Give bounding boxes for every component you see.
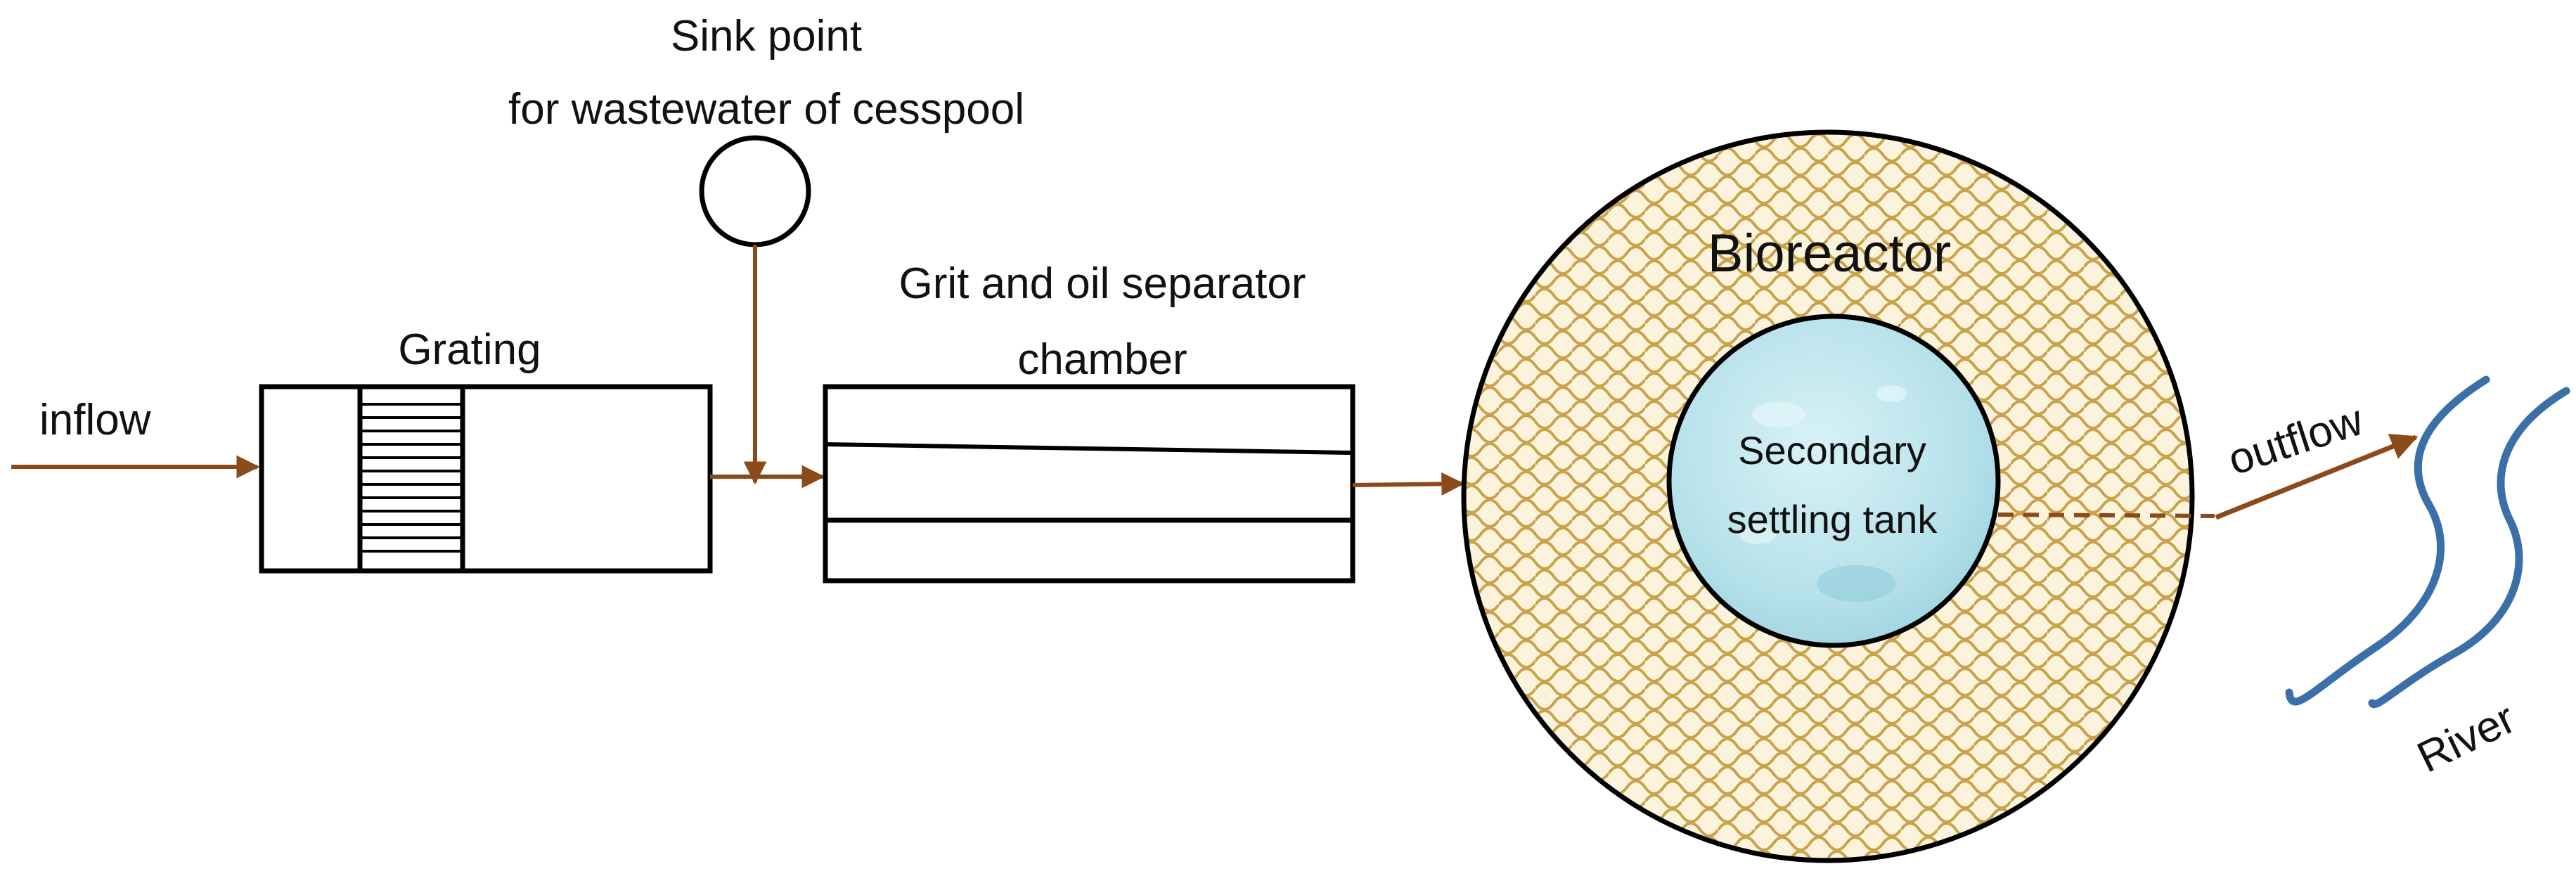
- outflow-arrow: [2215, 434, 2419, 520]
- bioreactor-label: Bioreactor: [1708, 224, 1951, 283]
- river-label: River: [2410, 694, 2523, 782]
- separator-label-line2: chamber: [1017, 335, 1187, 384]
- outflow-label: outflow: [2222, 396, 2369, 484]
- grating-unit: [259, 384, 713, 574]
- separator-label-line1: Grit and oil separator: [899, 259, 1306, 308]
- grit-oil-separator-chamber: [823, 384, 1355, 584]
- separator-to-bioreactor-arrow: [1352, 472, 1465, 496]
- sink-point-circle: [699, 135, 811, 247]
- secondary-settling-tank: [1666, 314, 2001, 648]
- settling-tank-label-line2: settling tank: [1727, 497, 1938, 541]
- settling-tank-label-line1: Secondary: [1738, 428, 1926, 472]
- river: [2285, 375, 2570, 709]
- sink-point-subtitle: for wastewater of cesspool: [508, 85, 1024, 134]
- inflow-label: inflow: [39, 396, 151, 444]
- outflow-pipe-dashed: [1997, 513, 2215, 518]
- grating-label: Grating: [398, 326, 541, 374]
- grating-bars: [360, 403, 463, 553]
- sink-point-title: Sink point: [671, 12, 862, 60]
